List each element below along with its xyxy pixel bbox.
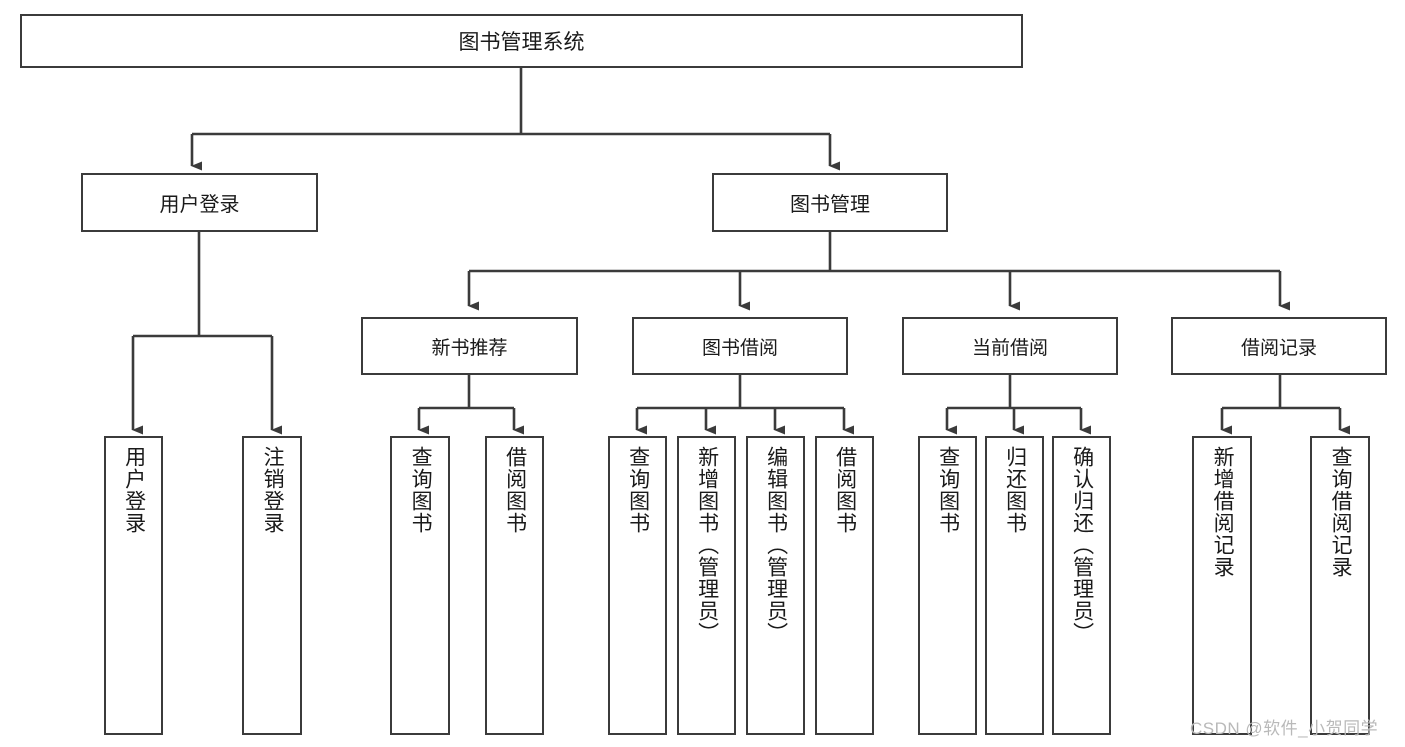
leaf-borrow-borrow-book[interactable]: 借阅图书 xyxy=(815,436,874,735)
node-label: 用户登录 xyxy=(122,446,146,534)
node-current-borrow[interactable]: 当前借阅 xyxy=(902,317,1118,375)
node-label: 新增借阅记录 xyxy=(1211,446,1235,578)
node-label: 确认归还（管理员） xyxy=(1070,446,1094,644)
watermark: CSDN @软件_小贺同学 xyxy=(1190,719,1379,738)
node-borrow-record[interactable]: 借阅记录 xyxy=(1171,317,1387,375)
node-label: 查询借阅记录 xyxy=(1329,446,1353,578)
leaf-current-query-book[interactable]: 查询图书 xyxy=(918,436,977,735)
leaf-record-query-record[interactable]: 查询借阅记录 xyxy=(1310,436,1370,735)
node-user-login[interactable]: 用户登录 xyxy=(81,173,318,232)
node-label: 查询图书 xyxy=(936,446,960,534)
node-label: 用户登录 xyxy=(159,194,240,216)
node-label: 借阅图书 xyxy=(833,446,857,534)
leaf-current-confirm-return-admin[interactable]: 确认归还（管理员） xyxy=(1052,436,1111,735)
node-label: 借阅图书 xyxy=(503,446,527,534)
node-label: 注销登录 xyxy=(261,446,285,534)
node-book-borrow[interactable]: 图书借阅 xyxy=(632,317,848,375)
node-label: 查询图书 xyxy=(626,446,650,534)
node-label: 归还图书 xyxy=(1003,446,1027,534)
node-new-book-recommend[interactable]: 新书推荐 xyxy=(361,317,578,375)
node-root-system[interactable]: 图书管理系统 xyxy=(20,14,1023,68)
node-book-management[interactable]: 图书管理 xyxy=(712,173,948,232)
leaf-user-login-logout[interactable]: 注销登录 xyxy=(242,436,302,735)
node-label: 编辑图书（管理员） xyxy=(764,446,788,644)
leaf-borrow-add-book-admin[interactable]: 新增图书（管理员） xyxy=(677,436,736,735)
leaf-recommend-query-book[interactable]: 查询图书 xyxy=(390,436,450,735)
node-label: 查询图书 xyxy=(409,446,433,534)
leaf-borrow-query-book[interactable]: 查询图书 xyxy=(608,436,667,735)
leaf-borrow-edit-book-admin[interactable]: 编辑图书（管理员） xyxy=(746,436,805,735)
node-label: 新书推荐 xyxy=(431,337,508,359)
node-label: 图书借阅 xyxy=(701,337,778,359)
node-label: 新增图书（管理员） xyxy=(695,446,719,644)
node-label: 当前借阅 xyxy=(971,337,1048,359)
node-label: 借阅记录 xyxy=(1240,337,1317,359)
leaf-current-return-book[interactable]: 归还图书 xyxy=(985,436,1044,735)
leaf-record-add-record[interactable]: 新增借阅记录 xyxy=(1192,436,1252,735)
leaf-user-login-login[interactable]: 用户登录 xyxy=(104,436,163,735)
leaf-recommend-borrow-book[interactable]: 借阅图书 xyxy=(485,436,544,735)
node-label: 图书管理系统 xyxy=(458,31,585,54)
node-label: 图书管理 xyxy=(790,194,870,216)
